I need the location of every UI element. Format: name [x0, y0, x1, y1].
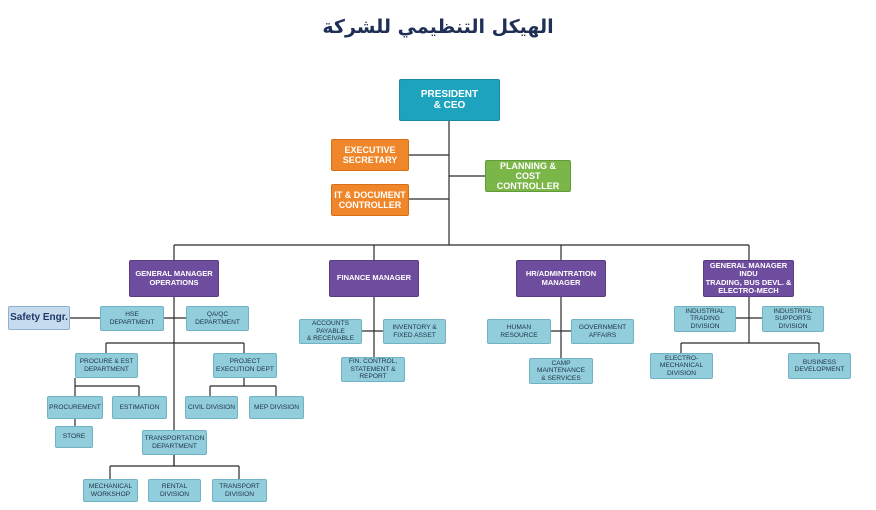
civil-division-box: CIVIL DIVISION	[185, 396, 238, 419]
hse-department-box: HSE DEPARTMENT	[100, 306, 164, 331]
executive-secretary-box: EXECUTIVE SECRETARY	[331, 139, 409, 171]
transportation-department-box: TRANSPORTATION DEPARTMENT	[142, 430, 207, 455]
accounts-payable-box: ACCOUNTS PAYABLE & RECEIVABLE	[299, 319, 362, 344]
safety-engineer-box: Safety Engr.	[8, 306, 70, 330]
business-development-box: BUSINESS DEVELOPMENT	[788, 353, 851, 379]
transport-division-box: TRANSPORT DIVISION	[212, 479, 267, 502]
government-affairs-box: GOVERNMENT AFFAIRS	[571, 319, 634, 344]
estimation-box: ESTIMATION	[112, 396, 167, 419]
gm-industrial-box: GENERAL MANAGER INDU TRADING, BUS DEVL. …	[703, 260, 794, 297]
industrial-supports-box: INDUSTRIAL SUPPORTS DIVISION	[762, 306, 824, 332]
it-document-controller-box: IT & DOCUMENT CONTROLLER	[331, 184, 409, 216]
chart-title: الهيكل التنظيمي للشركة	[322, 16, 554, 38]
planning-cost-controller-box: PLANNING & COST CONTROLLER	[485, 160, 571, 192]
human-resource-box: HUMAN RESOURCE	[487, 319, 551, 344]
fin-control-box: FIN. CONTROL, STATEMENT & REPORT	[341, 357, 405, 382]
mechanical-workshop-box: MECHANICAL WORKSHOP	[83, 479, 138, 502]
hr-admin-manager-box: HR/ADMINTRATION MANAGER	[516, 260, 606, 297]
store-box: STORE	[55, 426, 93, 448]
procurement-box: PROCUREMENT	[47, 396, 103, 419]
electro-mechanical-box: ELECTRO- MECHANICAL DIVISION	[650, 353, 713, 379]
camp-maintenance-box: CAMP MAINTENANCE & SERVICES	[529, 358, 593, 384]
qaqc-department-box: QA/QC DEPARTMENT	[186, 306, 249, 331]
mep-division-box: MEP DIVISION	[249, 396, 304, 419]
gm-operations-box: GENERAL MANAGER OPERATIONS	[129, 260, 219, 297]
procure-est-department-box: PROCURE & EST DEPARTMENT	[75, 353, 138, 378]
finance-manager-box: FINANCE MANAGER	[329, 260, 419, 297]
project-execution-box: PROJECT EXECUTION DEPT	[213, 353, 277, 378]
inventory-fixed-asset-box: INVENTORY & FIXED ASSET	[383, 319, 446, 344]
rental-division-box: RENTAL DIVISION	[148, 479, 201, 502]
president-ceo-box: PRESIDENT & CEO	[399, 79, 500, 121]
industrial-trading-box: INDUSTRIAL TRADING DIVISION	[674, 306, 736, 332]
